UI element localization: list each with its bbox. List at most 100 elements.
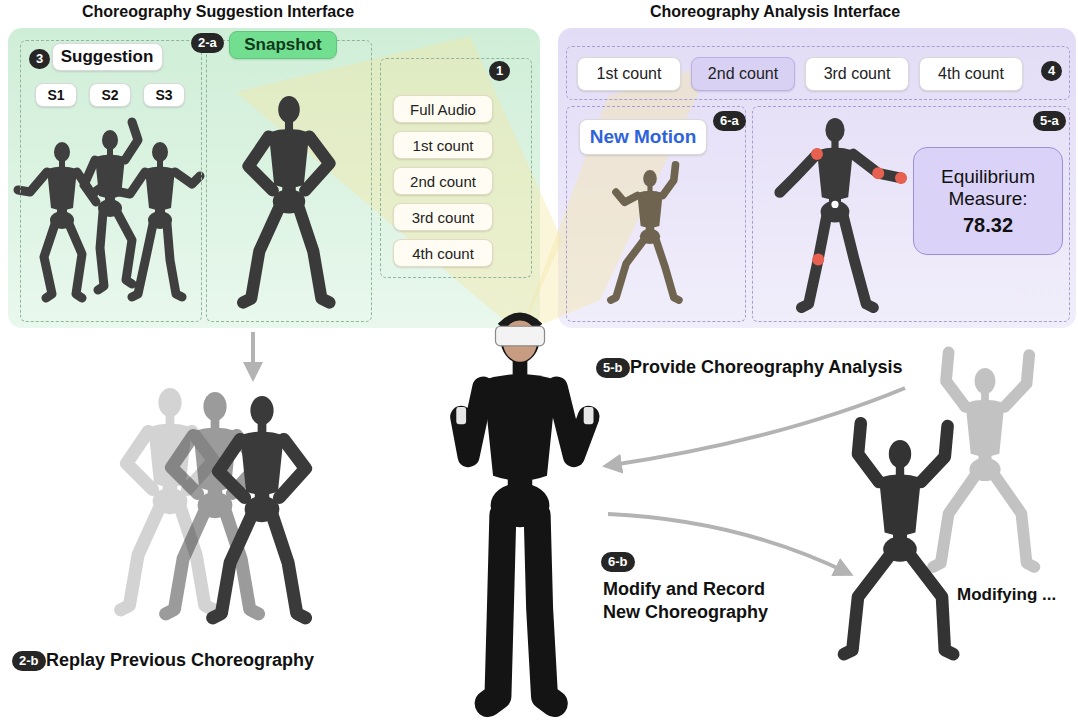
- callout-number: 4: [1041, 61, 1062, 81]
- suggestion-option: S3: [143, 83, 185, 107]
- callout-number: 5-b: [596, 358, 630, 378]
- replay-figure-part: [172, 436, 198, 494]
- callout-number: 6-b: [601, 552, 635, 572]
- snapshot-figure-part: [305, 137, 329, 191]
- suggestion-figure-part: [47, 142, 77, 229]
- button-label: 4th count: [938, 65, 1004, 83]
- count-tab: 1st count: [577, 57, 681, 91]
- interface-panel: Choreography Analysis Interface41st coun…: [558, 28, 1076, 328]
- button-label: 4th count: [412, 245, 474, 262]
- status-text: Modifying ...: [955, 584, 1058, 605]
- new-motion-figure-part: [663, 165, 676, 196]
- analysis-figure: [780, 118, 907, 308]
- count-button: 1st count: [393, 131, 493, 159]
- view-beam: [236, 36, 562, 334]
- analysis-figure-part: [831, 201, 838, 208]
- suggestion-group: 3 SuggestionS1 S2 S3: [20, 40, 202, 322]
- count-button: 2nd count: [393, 167, 493, 195]
- button-label: S1: [47, 87, 64, 103]
- user-figure-part: [537, 515, 554, 704]
- analysis-figure-part: [872, 167, 884, 179]
- measure-name: Equilibrium Measure:: [920, 166, 1056, 210]
- suggestion-figure: [120, 142, 200, 297]
- user-figure-part: [488, 515, 503, 704]
- suggestion-figure-part: [44, 224, 55, 298]
- flow-arrow: [608, 514, 850, 574]
- replay-figure-part: [127, 432, 153, 490]
- audio-button: Full Audio: [393, 95, 493, 123]
- button-label: S3: [155, 87, 172, 103]
- suggestion-option: S2: [89, 83, 131, 107]
- suggestion-figure-part: [167, 224, 182, 297]
- snapshot-figure-part: [243, 207, 279, 303]
- modifying-figure-part: [910, 555, 953, 654]
- analysis-group: 5-aEquilibrium Measure:78.32: [752, 106, 1070, 322]
- button-label: 3rd count: [824, 65, 891, 83]
- step-caption: Modify and Record New Choreography: [603, 578, 788, 623]
- button-label: 1st count: [597, 65, 662, 83]
- callout-number: 6-a: [713, 111, 746, 131]
- button-label: 2nd count: [410, 173, 476, 190]
- replay-figure: [213, 396, 306, 618]
- panel-title: Choreography Suggestion Interface: [82, 3, 354, 21]
- modifying-figure-part: [879, 440, 921, 562]
- suggestion-figure-part: [120, 172, 145, 194]
- step-caption: Replay Previous Choreography: [46, 649, 314, 672]
- step-caption-holder: Replay Previous Choreography: [46, 649, 314, 672]
- user-figure-part: [456, 407, 466, 424]
- analysis-figure-part: [817, 118, 853, 222]
- measure-box: Equilibrium Measure: 78.32: [913, 147, 1063, 255]
- modifying-ghost-figure-part: [1005, 355, 1030, 407]
- callout-number: 3: [29, 49, 50, 69]
- snapshot-group: 2-aSnapshot: [206, 40, 372, 322]
- count-button: 4th count: [393, 239, 493, 267]
- callout-number: 2-a: [191, 33, 224, 53]
- snapshot-figure-part: [249, 137, 273, 191]
- suggestion-figure-part: [69, 224, 82, 298]
- button-label: 2nd count: [708, 65, 778, 83]
- count-tab: 2nd count: [691, 57, 795, 91]
- modifying-figure-part: [844, 555, 890, 654]
- new-motion-figure-part: [637, 170, 663, 244]
- button-label: 3rd count: [412, 209, 475, 226]
- snapshot-figure: [243, 96, 329, 303]
- button-label: Full Audio: [410, 101, 476, 118]
- replay-figure-part: [213, 515, 252, 618]
- button-label: S2: [101, 87, 118, 103]
- button-label: 1st count: [413, 137, 474, 154]
- panel-title: Choreography Analysis Interface: [650, 3, 900, 21]
- button-label: New Motion: [590, 126, 697, 148]
- callout-number-holder: 5-b: [596, 358, 630, 378]
- measure-value: 78.32: [963, 214, 1013, 237]
- replay-figure-part: [272, 515, 305, 618]
- suggestion-figure-part: [18, 172, 47, 192]
- suggestion-figure: [84, 122, 138, 290]
- replay-figure-part: [121, 507, 160, 610]
- count-button: 3rd count: [393, 203, 493, 231]
- suggestion-figure-part: [145, 142, 175, 229]
- modifying-ghost-figure-part: [933, 475, 976, 567]
- button-label: Suggestion: [61, 47, 154, 67]
- callout-number-holder: 2-b: [12, 651, 46, 671]
- analysis-figure-part: [812, 254, 824, 266]
- user-figure-part: [496, 326, 545, 346]
- replay-figure-part: [166, 511, 205, 614]
- analysis-figure-part: [895, 172, 907, 184]
- snapshot-button: Snapshot: [229, 31, 337, 59]
- replay-figure-part: [279, 440, 305, 498]
- count-row-group: 4 1st count 2nd count 3rd count 4th count: [566, 46, 1070, 100]
- suggestion-figure-part: [175, 172, 200, 184]
- analysis-figure-part: [780, 154, 817, 192]
- replay-figure-part: [219, 440, 245, 498]
- new-motion-figure-part: [611, 240, 644, 300]
- analysis-figure-part: [811, 148, 823, 160]
- suggestion-figure-part: [132, 224, 153, 297]
- user-figure: [456, 314, 593, 704]
- suggestion-header: Suggestion: [52, 43, 163, 71]
- modifying-figure: [844, 423, 953, 654]
- modifying-figure-part: [921, 426, 948, 482]
- suggestion-option: S1: [35, 83, 77, 107]
